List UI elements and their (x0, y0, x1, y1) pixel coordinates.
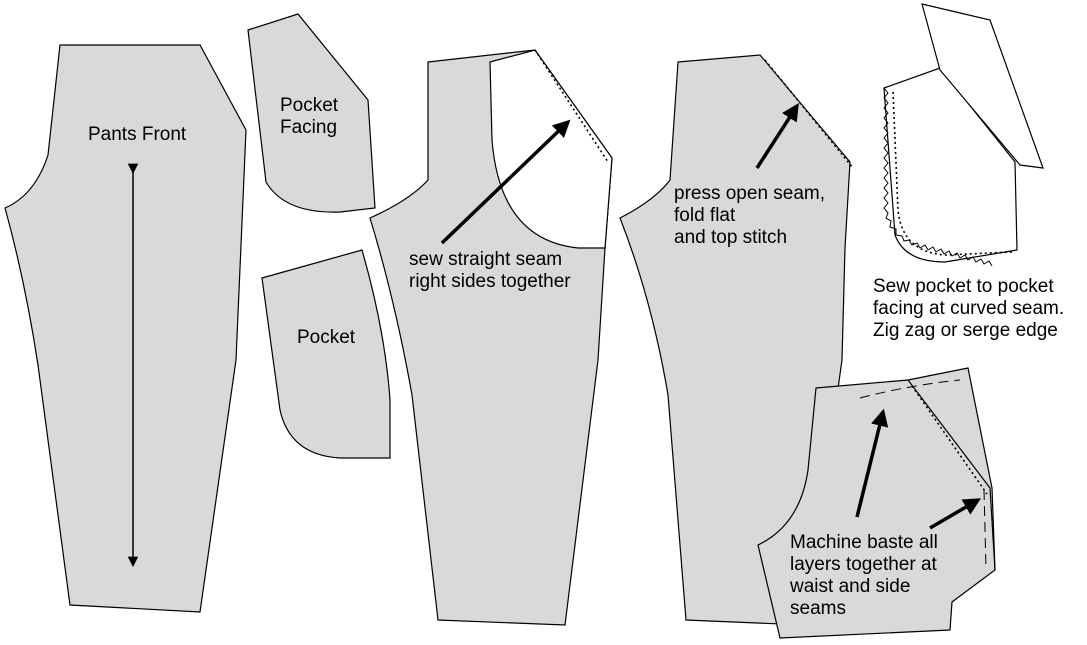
assembly-step-4 (757, 367, 996, 639)
pocket-facing-piece (247, 13, 376, 213)
pants-front-piece (4, 44, 247, 613)
assembly-step-1 (369, 49, 613, 626)
baste-waist-arrow (855, 408, 889, 518)
sew-seam-label: sew straight seam right sides together (409, 249, 571, 292)
machine-baste-label: Machine baste all layers together at wai… (790, 532, 938, 619)
press-seam-arrow (755, 103, 799, 169)
press-seam-label: press open seam, fold flat and top stitc… (674, 183, 826, 248)
pocket-label: Pocket (297, 327, 356, 348)
baste-side-arrow (929, 498, 982, 530)
pocket-facing-label: Pocket Facing (280, 95, 339, 138)
pants-front-label: Pants Front (88, 124, 187, 145)
sew-pocket-label: Sew pocket to pocket facing at curved se… (873, 276, 1065, 341)
assembly-step-2 (619, 54, 854, 626)
assembly-step-3 (883, 3, 1044, 267)
sew-seam-arrow (440, 119, 571, 245)
pocket-piece (261, 249, 391, 459)
